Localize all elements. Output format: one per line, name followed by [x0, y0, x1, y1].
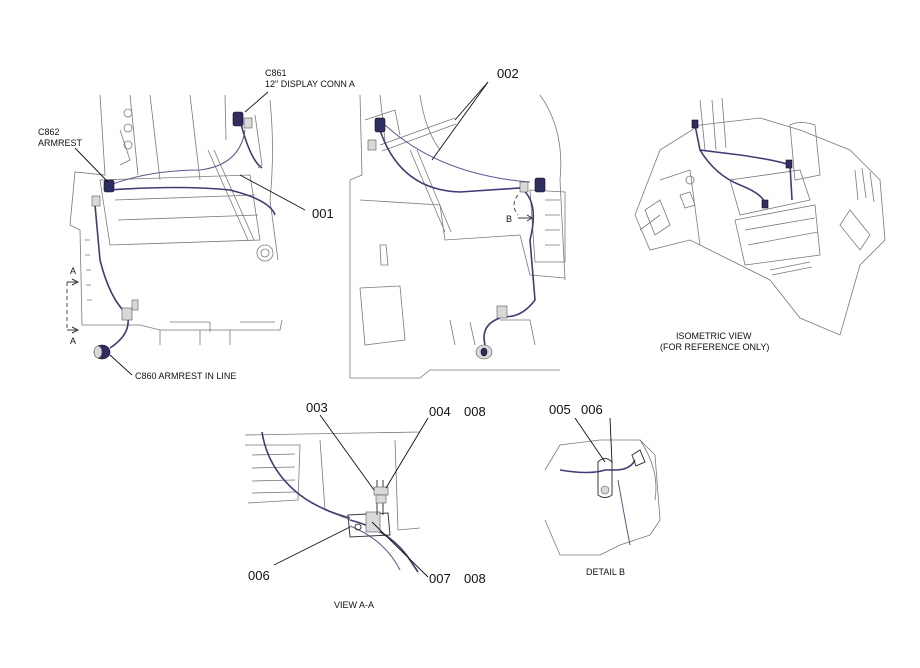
callout-004: 004 — [429, 404, 451, 419]
section-a-top-label: A — [70, 266, 76, 276]
detail-b: 005 006 DETAIL B — [544, 402, 661, 577]
callout-005: 005 — [549, 402, 571, 417]
c861-id-label: C861 — [265, 68, 287, 78]
c862-desc-label: ARMREST — [38, 138, 83, 148]
callout-007: 007 — [429, 571, 451, 586]
left-view: A A C861 12" DISPLAY CONN A C862 ARMREST… — [38, 68, 355, 381]
callout-008-bottom: 008 — [464, 571, 486, 586]
c860-label: C860 ARMREST IN LINE — [135, 371, 236, 381]
iso-caption-line2: (FOR REFERENCE ONLY) — [660, 342, 769, 352]
callout-008-top: 008 — [464, 404, 486, 419]
detail-b-caption: DETAIL B — [586, 567, 625, 577]
view-b-marker: B — [506, 214, 512, 224]
callout-002: 002 — [497, 66, 519, 81]
isometric-view: ISOMETRIC VIEW (FOR REFERENCE ONLY) — [634, 97, 886, 352]
callout-006-detail: 006 — [581, 402, 603, 417]
section-a-bottom-label: A — [70, 336, 76, 346]
middle-view: B 002 — [349, 66, 566, 379]
callout-001: 001 — [312, 206, 334, 221]
c862-id-label: C862 — [38, 127, 60, 137]
c861-desc-label: 12" DISPLAY CONN A — [265, 79, 355, 89]
view-aa-caption: VIEW A-A — [334, 600, 374, 610]
callout-003: 003 — [306, 400, 328, 415]
iso-caption-line1: ISOMETRIC VIEW — [676, 331, 752, 341]
callout-006-view: 006 — [248, 568, 270, 583]
view-aa: 003 004 008 006 007 008 VIEW A-A — [244, 400, 486, 610]
